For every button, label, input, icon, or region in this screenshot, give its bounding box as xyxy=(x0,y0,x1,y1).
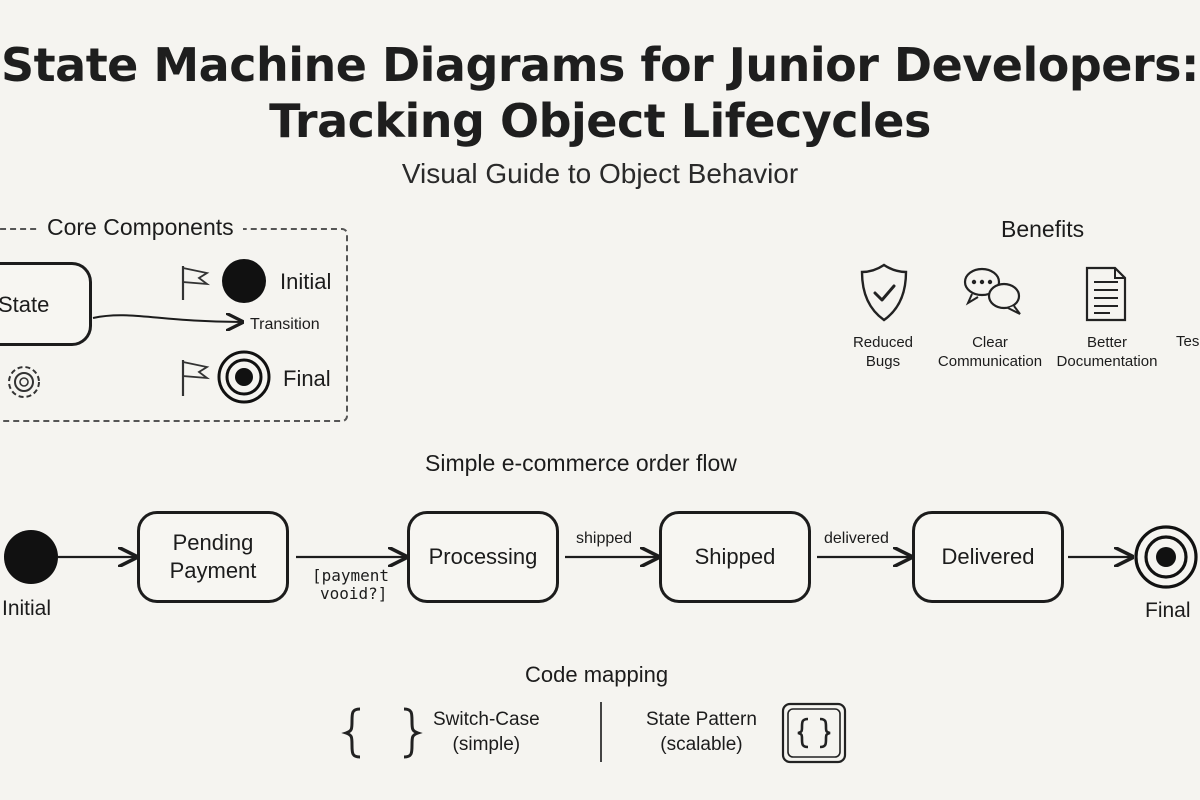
benefits-heading: Benefits xyxy=(1001,216,1085,242)
document-icon xyxy=(1085,266,1127,322)
state-shipped: Shipped xyxy=(659,511,811,603)
code-mapping-heading: Code mapping xyxy=(525,662,669,687)
core-final-label: Final xyxy=(283,366,331,391)
transition-delivered-label: delivered xyxy=(824,530,889,547)
core-state-box xyxy=(0,262,92,346)
flow-final-label: Final xyxy=(1145,599,1191,622)
code-mapping-divider xyxy=(600,702,602,762)
state-pattern-label: State Pattern(scalable) xyxy=(646,709,757,755)
page-subtitle: Visual Guide to Object Behavior xyxy=(401,158,799,189)
core-initial-label: Initial xyxy=(280,269,332,294)
shield-check-icon xyxy=(860,263,908,322)
flow-final-node-icon xyxy=(1134,525,1198,589)
flag-icon xyxy=(181,266,211,300)
page-title-line2: Tracking Object Lifecycles xyxy=(269,94,931,148)
benefit-truncated-label: Tes xyxy=(1176,333,1200,350)
transition-shipped-label: shipped xyxy=(576,530,633,547)
page-title: State Machine Diagrams for Junior Develo… xyxy=(1,38,1199,92)
core-transition-label: Transition xyxy=(250,316,320,333)
core-state-label: State xyxy=(0,292,50,317)
core-transition-arrow xyxy=(92,315,242,322)
order-flow-heading: Simple e-commerce order flow xyxy=(425,450,737,476)
flag-icon xyxy=(181,360,211,396)
state-processing: Processing xyxy=(407,511,559,603)
boxed-braces-icon xyxy=(781,702,847,764)
core-components-heading: Core Components xyxy=(38,214,243,241)
gear-icon xyxy=(8,366,40,398)
core-final-node-icon xyxy=(217,350,271,404)
flow-initial-node-icon xyxy=(4,530,58,584)
switch-case-label: Switch-Case(simple) xyxy=(433,709,540,755)
curly-braces-icon xyxy=(341,707,423,759)
state-delivered: Delivered xyxy=(912,511,1064,603)
core-initial-node-icon xyxy=(222,259,266,303)
flow-initial-label: Initial xyxy=(2,597,52,620)
chat-bubbles-icon xyxy=(963,267,1021,315)
